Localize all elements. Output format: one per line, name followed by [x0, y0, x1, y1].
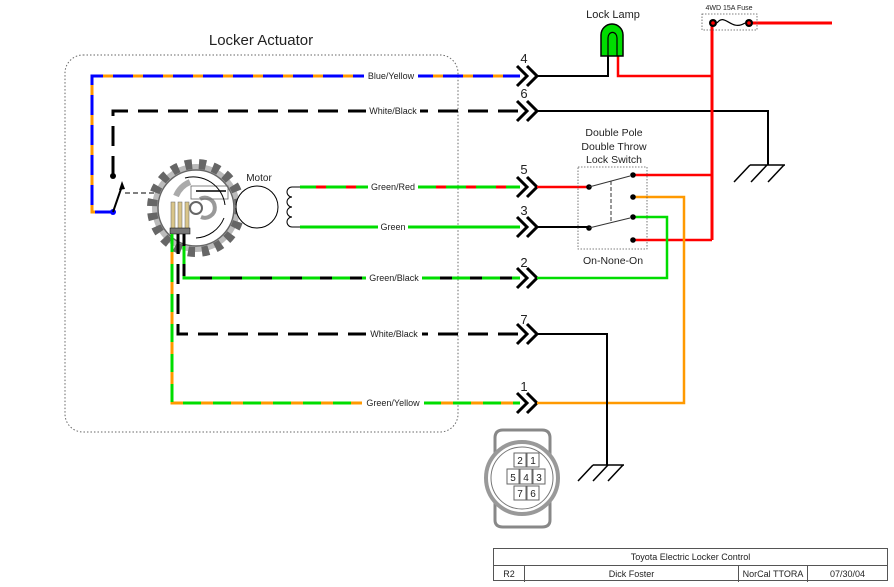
wire-label: Green/Black: [369, 273, 419, 283]
limit-switch: [110, 173, 180, 215]
actuator-boundary: [64, 54, 459, 433]
pin-number: 4: [523, 473, 529, 484]
motor-label: Motor: [246, 173, 272, 184]
wire-switch-pin1: [537, 195, 686, 405]
wire-label: White/Black: [369, 106, 417, 116]
connector-face: 2 1 5 4 3 7 6: [484, 428, 560, 529]
wire-label: Green/Yellow: [366, 398, 420, 408]
fuse: [701, 13, 758, 31]
wire-green-black: [182, 234, 520, 280]
pin-number: 5: [510, 473, 516, 484]
switch-type: On-None-On: [583, 255, 643, 267]
actuator-title: Locker Actuator: [209, 32, 313, 49]
wire-white-black-7: [176, 234, 520, 336]
lock-lamp: [600, 23, 624, 57]
pin-number: 4: [520, 51, 527, 66]
pin-number: 1: [530, 456, 536, 467]
wire-label: Blue/Yellow: [368, 71, 415, 81]
switch-label: Double Pole: [585, 127, 642, 139]
pin-number: 6: [530, 489, 536, 500]
title-block-organization: NorCal TTORA: [739, 566, 808, 582]
pin-number: 7: [520, 312, 527, 327]
switch-label: Double Throw: [581, 141, 647, 153]
pin-number: 7: [517, 489, 523, 500]
lamp-label: Lock Lamp: [586, 9, 640, 21]
title-block-revision: R2: [494, 566, 525, 582]
wire-blue-yellow: [90, 74, 520, 214]
pin-number: 5: [520, 162, 527, 177]
wire-lamp-power: [616, 56, 712, 78]
wire-label: White/Black: [370, 329, 418, 339]
wire-green-yellow: [170, 234, 520, 405]
wire-label: Green/Red: [371, 182, 415, 192]
connector-chevrons: [515, 64, 540, 415]
wire-ground-6: [537, 110, 769, 165]
pin-number: 2: [520, 255, 527, 270]
pin-number: 2: [517, 456, 523, 467]
pin-number: 6: [520, 86, 527, 101]
wire-label: Green: [380, 222, 405, 232]
wire-switch-pin2: [537, 215, 669, 280]
title-block-title: Toyota Electric Locker Control: [494, 549, 887, 566]
title-block-date: 07/30/04: [829, 569, 866, 579]
pin-number: 3: [536, 473, 542, 484]
title-block: Toyota Electric Locker Control R2 Dick F…: [493, 548, 888, 582]
ground-symbol: [733, 164, 785, 183]
fuse-label: 4WD 15A Fuse: [705, 5, 752, 12]
ground-symbol: [577, 464, 624, 482]
wire-ground-7: [537, 333, 608, 465]
title-block-author: Dick Foster: [525, 566, 739, 582]
lock-switch: [577, 166, 648, 250]
pin-number: 3: [520, 203, 527, 218]
actuator-gear: [147, 159, 245, 257]
switch-label: Lock Switch: [586, 154, 642, 166]
pin-number: 1: [520, 379, 527, 394]
motor: [235, 185, 300, 229]
wire-lamp-ground: [537, 56, 609, 77]
